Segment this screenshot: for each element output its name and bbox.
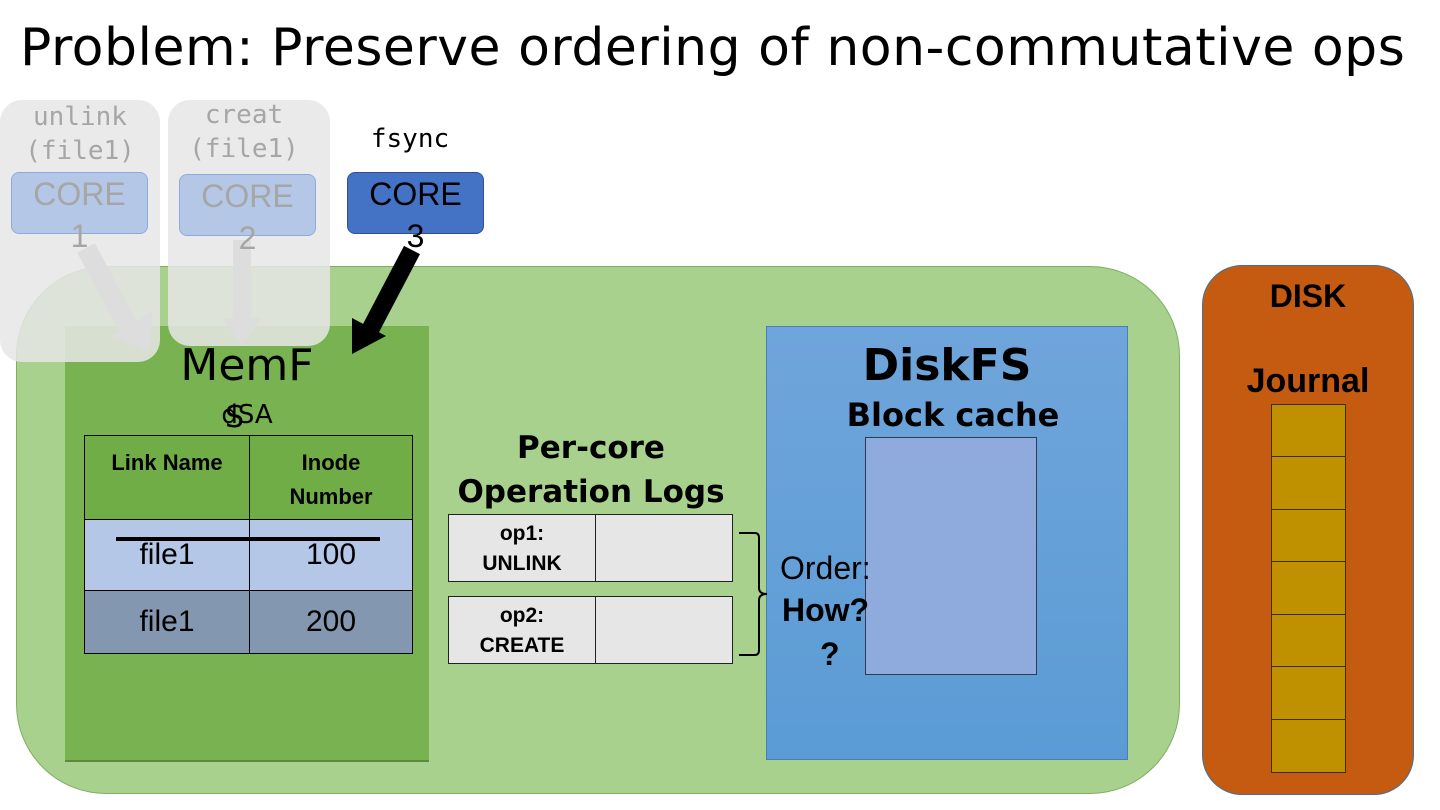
journal-block	[1271, 456, 1346, 510]
header-link-name: Link Name	[84, 435, 250, 520]
arrow-core3-to-memfs	[352, 245, 420, 354]
disk-title: DISK	[1269, 278, 1347, 314]
journal-blocks	[1271, 403, 1346, 773]
memfs-subtitle: dSA	[221, 400, 273, 430]
order-label: Order:	[780, 550, 871, 586]
core2-box: CORE 2	[179, 174, 316, 256]
order-question: How?	[782, 592, 870, 628]
journal-block	[1271, 508, 1346, 563]
core1-number: 1	[70, 218, 89, 254]
journal-block	[1271, 403, 1346, 458]
core3-command: fsync	[370, 124, 450, 154]
core2-command: creat(file1)	[189, 100, 299, 164]
cell-link-name: file1	[84, 590, 250, 654]
journal-block	[1271, 666, 1346, 720]
core1-command: unlink(file1)	[25, 102, 135, 166]
slide-title: Problem: Preserve ordering of non-commut…	[20, 18, 1406, 78]
block-cache-title: Block cache	[846, 396, 1060, 434]
diskfs-title: DiskFS	[862, 340, 1032, 391]
cell-inode: 200	[249, 590, 413, 654]
core3-label: CORE	[369, 176, 462, 212]
strikethrough-line	[116, 537, 380, 541]
table-row: file1 200	[84, 590, 413, 654]
core2-number: 2	[238, 220, 257, 256]
core1-label: CORE	[33, 176, 126, 212]
log-entry-empty-slot	[596, 515, 732, 581]
log-entry: op1:UNLINK	[448, 514, 733, 582]
log-entry-op: op2:CREATE	[449, 597, 596, 663]
cell-inode: 100	[249, 519, 413, 591]
order-question-mark: ?	[820, 636, 840, 672]
core1-box: CORE 1	[11, 172, 148, 254]
core3-number: 3	[406, 218, 425, 254]
curly-brace-icon	[739, 532, 768, 656]
core2-label: CORE	[201, 178, 294, 214]
block-cache-box	[865, 437, 1037, 675]
log-entry: op2:CREATE	[448, 596, 733, 664]
journal-block	[1271, 561, 1346, 615]
memfs-title: MemF	[180, 340, 314, 391]
memfs-subtitle-overlap: S	[225, 400, 245, 435]
journal-block	[1271, 718, 1346, 773]
journal-title: Journal	[1246, 362, 1370, 400]
table-row: file1 100	[84, 519, 413, 591]
log-entry-op: op1:UNLINK	[449, 515, 596, 581]
core3-box: CORE 3	[347, 172, 484, 254]
journal-block	[1271, 613, 1346, 668]
cell-link-name: file1	[84, 519, 250, 591]
log-entry-empty-slot	[596, 597, 732, 663]
